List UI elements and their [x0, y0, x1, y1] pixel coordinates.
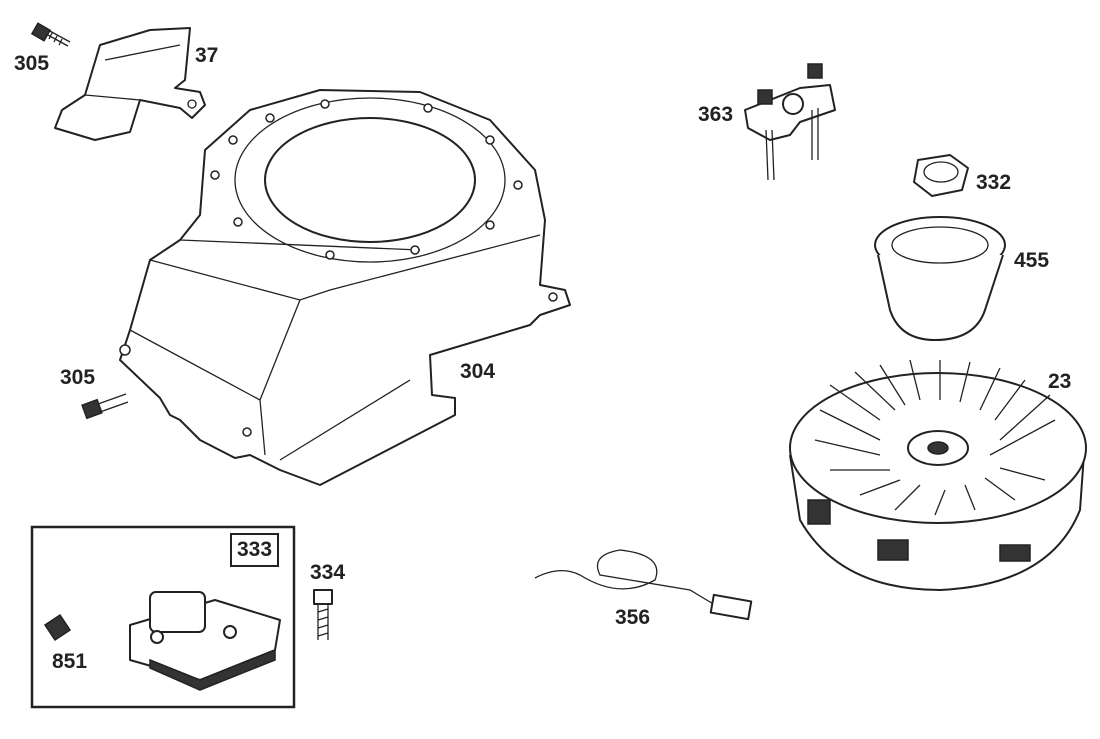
- callout-305-left: 305: [60, 366, 96, 389]
- callout-334: 334: [310, 561, 346, 584]
- baffle-37: [54, 27, 206, 141]
- callout-304: 304: [460, 360, 496, 383]
- cup-455: [874, 216, 1006, 341]
- bolt-334: [313, 589, 333, 640]
- callout-356: 356: [615, 606, 651, 629]
- ignition-kit-box: [30, 525, 296, 709]
- callout-851: 851: [52, 650, 88, 673]
- flywheel-23: [789, 359, 1087, 591]
- callout-363: 363: [698, 103, 734, 126]
- callout-23: 23: [1048, 370, 1072, 393]
- screw-305-top: [30, 22, 71, 47]
- bracket-363: [744, 63, 836, 181]
- callout-332: 332: [976, 171, 1012, 194]
- nut-332: [913, 154, 969, 197]
- callout-305-top: 305: [14, 52, 50, 75]
- callout-37: 37: [195, 44, 219, 67]
- callout-333: 333: [230, 533, 280, 567]
- blower-housing-304: [119, 89, 571, 486]
- wire-356: [534, 549, 753, 621]
- screw-305-left: [81, 393, 129, 420]
- callout-455: 455: [1014, 249, 1050, 272]
